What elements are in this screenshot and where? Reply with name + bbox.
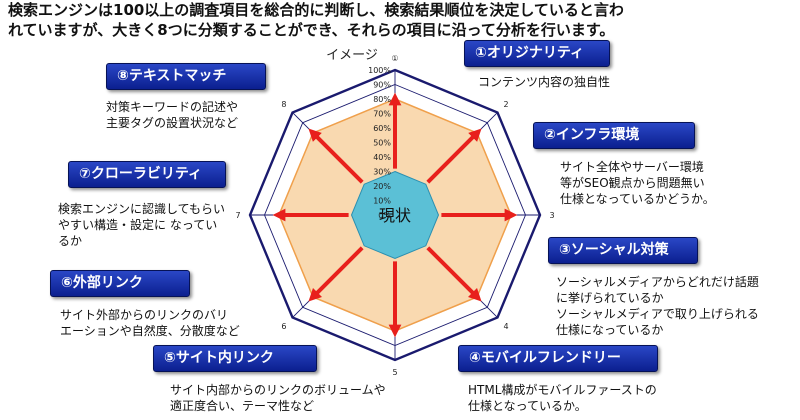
axis-number-7: 7 xyxy=(235,211,240,220)
category-label-infrastructure: ②インフラ環境 xyxy=(533,122,695,149)
axis-number-1: ① xyxy=(391,54,398,63)
axis-number-2: 2 xyxy=(503,100,508,109)
axis-number-4: 4 xyxy=(503,322,508,331)
category-label-external-links: ⑥外部リンク xyxy=(50,270,190,297)
scale-label: 10% xyxy=(373,197,391,206)
axis-number-8: 8 xyxy=(281,100,286,109)
category-label-internal-links: ⑤サイト内リンク xyxy=(153,345,317,372)
category-desc-crawlability: 検索エンジンに認識してもらいやすい構造・設定に なっているか xyxy=(58,202,226,248)
scale-label: 40% xyxy=(373,153,391,162)
axis-number-5: 5 xyxy=(392,368,397,377)
category-label-crawlability: ⑦クローラビリティ xyxy=(68,161,226,188)
scale-label: 70% xyxy=(373,110,391,119)
category-label-text-match: ⑧テキストマッチ xyxy=(106,63,266,90)
current-area xyxy=(350,170,440,260)
category-desc-internal-links: サイト内部からのリンクのボリュームや 適正度合い、テーマ性など xyxy=(170,383,386,413)
growth-arrow-8 xyxy=(308,128,364,184)
scale-label: 0% xyxy=(378,211,391,220)
category-label-originality: ①オリジナリティ xyxy=(464,40,610,67)
category-desc-social: ソーシャルメディアからどれだけ話題 に挙げられているか ソーシャルメディアで取り… xyxy=(556,275,759,337)
growth-arrow-6 xyxy=(308,246,364,302)
diagram-caption: イメージ xyxy=(326,48,378,63)
category-label-mobile-friendly: ④モバイルフレンドリー xyxy=(458,345,658,372)
growth-arrow-4 xyxy=(426,246,482,302)
category-desc-infrastructure: サイト全体やサーバー環境 等がSEO観点から問題無い 仕様となっているかどうか。 xyxy=(560,160,715,206)
scale-label: 60% xyxy=(373,124,391,133)
scale-label: 80% xyxy=(373,95,391,104)
intro-line-1: 検索エンジンは100以上の調査項目を総合的に判断し、検索結果順位を決定していると… xyxy=(8,1,624,19)
category-desc-originality: コンテンツ内容の独自性 xyxy=(478,75,611,89)
category-desc-external-links: サイト外部からのリンクのバリ エーションや自然度、分散度など xyxy=(60,308,240,338)
scale-label: 30% xyxy=(373,168,391,177)
growth-arrow-2 xyxy=(426,128,482,184)
category-desc-text-match: 対策キーワードの記述や 主要タグの設置状況など xyxy=(106,100,239,130)
scale-label: 50% xyxy=(373,139,391,148)
scale-label: 90% xyxy=(373,81,391,90)
intro-text: 検索エンジンは100以上の調査項目を総合的に判断し、検索結果順位を決定していると… xyxy=(8,0,792,40)
scale-label: 20% xyxy=(373,182,391,191)
intro-line-2: れていますが、大きく8つに分類することができ、それらの項目に沿って分析を行います… xyxy=(8,21,615,39)
axis-number-6: 6 xyxy=(281,322,286,331)
scale-label: 100% xyxy=(368,66,391,75)
axis-number-3: 3 xyxy=(549,211,554,220)
center-label: 現状 xyxy=(379,206,411,225)
category-label-social: ③ソーシャル対策 xyxy=(548,237,698,264)
category-desc-mobile-friendly: HTML構成がモバイルファーストの 仕様となっているか。 xyxy=(468,383,657,413)
